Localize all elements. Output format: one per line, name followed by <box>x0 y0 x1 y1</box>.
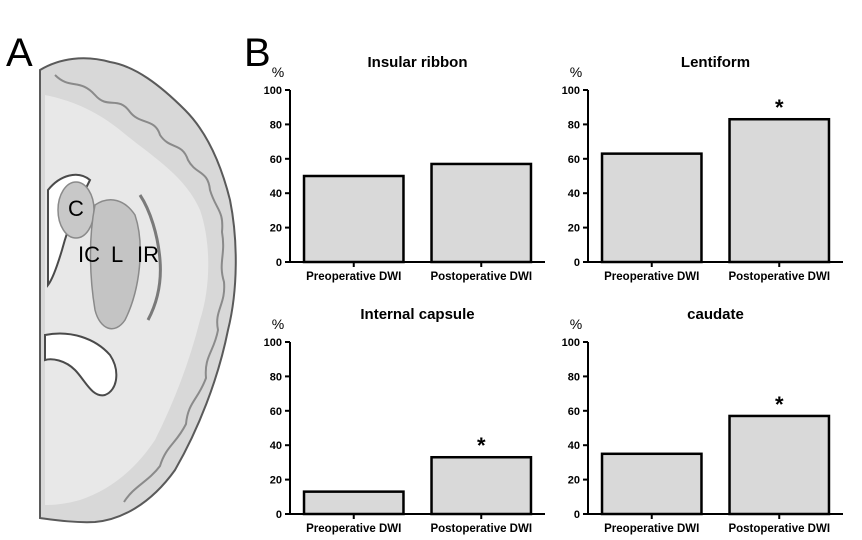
y-tick-label: 100 <box>264 85 282 97</box>
insular-ribbon-region <box>138 194 162 321</box>
y-tick-label: 80 <box>568 119 580 131</box>
y-tick-label: 60 <box>568 406 580 418</box>
y-tick-label: 0 <box>276 257 282 269</box>
chart-title: Lentiform <box>681 54 750 71</box>
y-tick-label: 60 <box>568 154 580 166</box>
category-label: Preoperative DWI <box>306 523 401 535</box>
bar-1 <box>302 174 405 264</box>
bar-1 <box>600 452 703 516</box>
cortex-folds <box>54 74 226 503</box>
category-label: Postoperative DWI <box>430 523 532 535</box>
y-tick-label: 20 <box>270 223 282 235</box>
y-tick-label: 0 <box>574 257 580 269</box>
lentiform-region <box>89 199 141 330</box>
y-unit-label: % <box>272 64 284 80</box>
y-tick-label: 60 <box>270 406 282 418</box>
y-tick-label: 40 <box>568 440 580 452</box>
y-tick-label: 20 <box>568 223 580 235</box>
bar-2 <box>430 455 533 516</box>
category-label: Postoperative DWI <box>728 523 830 535</box>
significance-marker: * <box>477 433 486 458</box>
inferior-ventricle <box>44 332 118 397</box>
chart-1: Insular ribbon% 0 20 40 60 80 100Preoperative … <box>264 54 545 283</box>
y-tick-label: 100 <box>562 85 580 97</box>
bar-2 <box>728 414 831 516</box>
bar-2 <box>430 162 533 264</box>
brain-label-ir: IR <box>137 242 159 267</box>
y-unit-label: % <box>272 316 284 332</box>
brain-label-ic: IC <box>78 242 100 267</box>
brain-section-illustration: C IC L IR <box>39 57 237 524</box>
bar-2 <box>728 117 831 264</box>
y-unit-label: % <box>570 64 582 80</box>
bar-1 <box>302 490 405 516</box>
y-tick-label: 20 <box>568 475 580 487</box>
chart-3: Internal capsule% 0 20 40 60 80 100Preoperativ… <box>264 306 545 535</box>
panel-label-b: B <box>244 31 271 75</box>
bar-1 <box>600 152 703 264</box>
brain-label-l: L <box>111 242 123 267</box>
category-label: Postoperative DWI <box>430 271 532 283</box>
y-tick-label: 100 <box>264 337 282 349</box>
y-tick-label: 40 <box>270 440 282 452</box>
chart-title: Insular ribbon <box>367 54 467 71</box>
y-tick-label: 60 <box>270 154 282 166</box>
y-tick-label: 80 <box>568 371 580 383</box>
y-tick-label: 40 <box>568 188 580 200</box>
category-label: Preoperative DWI <box>604 271 699 283</box>
y-tick-label: 40 <box>270 188 282 200</box>
chart-title: caudate <box>687 306 744 323</box>
y-tick-label: 0 <box>574 509 580 521</box>
significance-marker: * <box>775 95 784 120</box>
category-label: Preoperative DWI <box>306 271 401 283</box>
panel-label-a: A <box>6 31 33 75</box>
y-tick-label: 80 <box>270 371 282 383</box>
y-tick-label: 0 <box>276 509 282 521</box>
chart-title: Internal capsule <box>360 306 474 323</box>
y-tick-label: 20 <box>270 475 282 487</box>
y-tick-label: 100 <box>562 337 580 349</box>
y-tick-label: 80 <box>270 119 282 131</box>
category-label: Postoperative DWI <box>728 271 830 283</box>
significance-marker: * <box>775 392 784 417</box>
category-label: Preoperative DWI <box>604 523 699 535</box>
bar-charts: Insular ribbon%020406080100Preoperative … <box>264 54 843 535</box>
brain-label-c: C <box>68 196 84 221</box>
y-unit-label: % <box>570 316 582 332</box>
